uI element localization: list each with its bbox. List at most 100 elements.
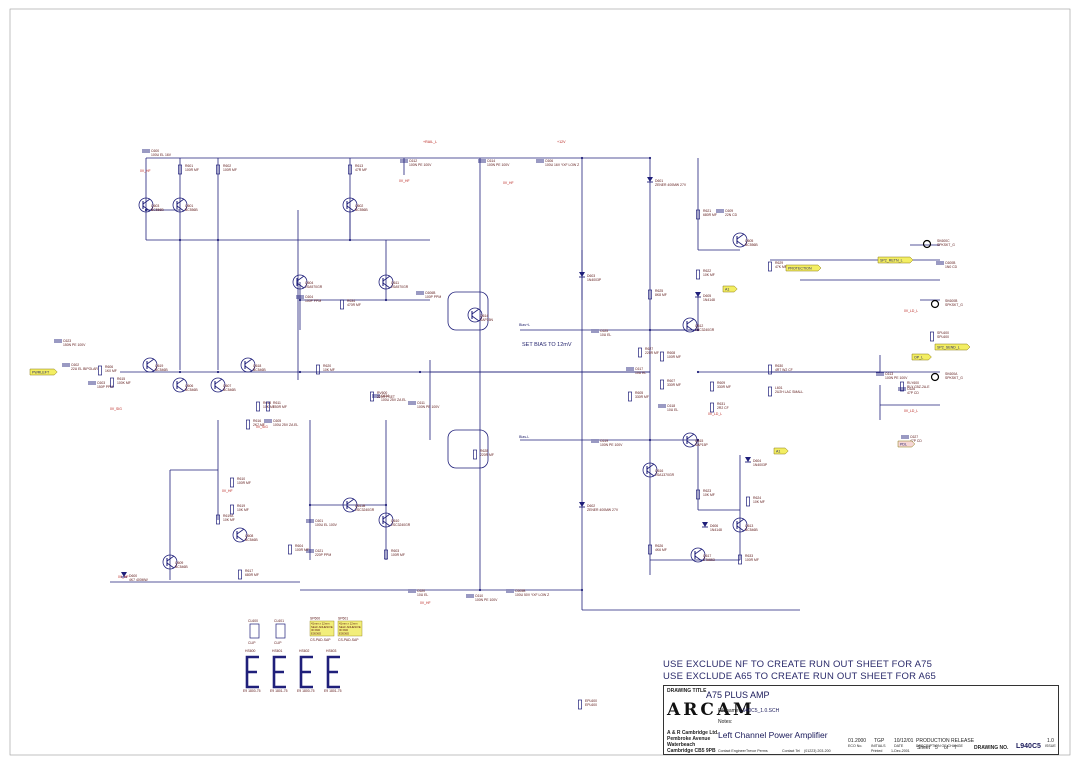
component-value: 47R MF xyxy=(355,168,367,172)
resistor-body xyxy=(768,364,772,375)
col-initials: INITIALS xyxy=(871,744,886,748)
component-value: ZENER 400MW 27V xyxy=(587,508,619,512)
heatsink-ref: HS603 xyxy=(326,649,336,653)
id-pad-body xyxy=(309,620,335,637)
component-value: 680R MF xyxy=(245,573,259,577)
company-line-1: A & R Cambridge Ltd. xyxy=(667,730,719,736)
component-ref: D605 xyxy=(703,294,711,298)
transistor-emitter xyxy=(176,205,185,212)
component-value: 10K MF xyxy=(263,405,275,409)
component-ref: R604 xyxy=(295,544,303,548)
component-ref: R621 xyxy=(703,209,711,213)
transistor-collector xyxy=(471,308,480,315)
component-ref: C623 xyxy=(63,339,71,343)
junction-dot xyxy=(696,438,700,442)
component-value: 150N PE 100V xyxy=(63,343,86,347)
issue-number: 1.0 xyxy=(1047,738,1054,744)
transistor-collector xyxy=(166,555,175,562)
net-plus-12v: +12V xyxy=(557,140,566,144)
net-gnd-ld: 0V_LD_L xyxy=(904,309,918,313)
resistor-body xyxy=(660,379,664,390)
transistor-body xyxy=(210,377,226,393)
transistor-collector xyxy=(382,275,391,282)
component-ref: Q612 xyxy=(695,324,703,328)
component-value: BC546B xyxy=(745,528,758,532)
net-flag-shape xyxy=(722,285,738,293)
heatsink-shape xyxy=(326,655,340,689)
component-ref: C606B xyxy=(425,291,436,295)
component-ref: D606 xyxy=(710,524,718,528)
company-line-3: Waterbeach xyxy=(667,742,696,748)
arcam-logo: ARCAM xyxy=(667,700,755,720)
component-ref: Q601 xyxy=(185,204,193,208)
component-ref: Q605 xyxy=(745,239,753,243)
component-ref: C605B xyxy=(515,589,526,593)
clip-value: CLIP xyxy=(248,641,256,645)
notes-label: Notes: xyxy=(718,719,733,725)
component-ref: C603 xyxy=(97,381,105,385)
component-ref: D603 xyxy=(587,274,595,278)
id-pad-body xyxy=(337,620,363,637)
component-ref: R633 xyxy=(745,554,753,558)
resistor-body xyxy=(768,386,772,397)
transistor-emitter xyxy=(686,440,695,447)
issue-initials: TGP xyxy=(874,738,885,744)
component-value: 47P CD xyxy=(910,439,922,443)
component-ref: C618 xyxy=(667,404,675,408)
transistor-body xyxy=(162,554,178,570)
component-ref: R620 xyxy=(323,364,331,368)
issue-date: 01.2000 xyxy=(848,738,867,744)
component-value: 22N CD xyxy=(725,213,738,217)
component-value: 10U EL xyxy=(600,333,611,337)
component-ref: R626 xyxy=(655,544,663,548)
resistor-body xyxy=(768,261,772,272)
net-bias-minus: Bias-L xyxy=(519,435,529,439)
component-ref: EPL600 xyxy=(585,699,597,703)
resistor-body xyxy=(288,544,292,555)
component-ref: C610 xyxy=(475,594,483,598)
component-ref: C601 xyxy=(315,519,323,523)
resistor-body xyxy=(348,164,352,175)
id-pad-ref: SP601 xyxy=(338,617,348,621)
component-value: 330R MF xyxy=(635,395,649,399)
junction-dot xyxy=(298,298,302,302)
component-value: 1N4148 xyxy=(703,298,715,302)
resistor-body xyxy=(738,554,742,565)
component-ref: C600B xyxy=(945,261,956,265)
component-value: BC546B xyxy=(155,368,168,372)
junction-dot xyxy=(178,370,182,374)
transistor-collector xyxy=(346,198,355,205)
component-ref: RLY600 xyxy=(907,381,919,385)
transistor-emitter xyxy=(176,385,185,392)
junction-dot xyxy=(216,238,220,242)
component-value: RLY G5Z-2A-E xyxy=(907,385,930,389)
component-ref: C604 xyxy=(305,295,313,299)
net-pdl: PDL xyxy=(897,440,916,448)
component-value: 220P PPM xyxy=(315,553,331,557)
clip-body xyxy=(249,623,260,639)
transistor-collector xyxy=(142,198,151,205)
component-value: 100N PE 100V xyxy=(487,163,510,167)
net-gnd-ld: 0V_LD_L xyxy=(904,409,918,413)
component-value: SPKSKT_G xyxy=(937,243,955,247)
resistor-body xyxy=(266,401,270,412)
